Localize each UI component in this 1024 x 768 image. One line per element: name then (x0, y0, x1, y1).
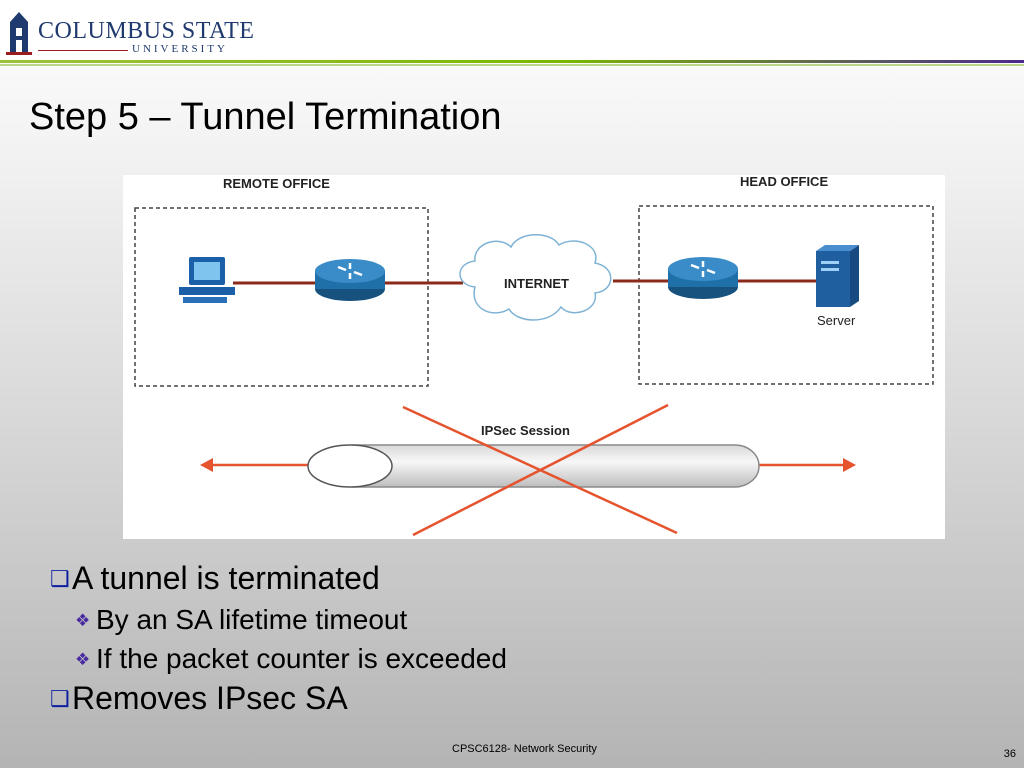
logo-text-bottom: UNIVERSITY (132, 43, 228, 55)
bullet-item-1: ❑A tunnel is terminated (50, 560, 380, 597)
ipsec-session-label: IPSec Session (481, 423, 570, 438)
bullet-text: Removes IPsec SA (72, 680, 348, 716)
internet-label: INTERNET (504, 276, 569, 291)
router-icon (315, 259, 385, 301)
router-icon-head (668, 257, 738, 299)
bullet-item-3: ❖ If the packet counter is exceeded (75, 643, 507, 675)
bullet-text: By an SA lifetime timeout (96, 604, 408, 635)
header-color-band (0, 60, 1024, 66)
university-logo: COLUMBUS STATE UNIVERSITY (4, 10, 254, 58)
diamond-bullet-icon: ❖ (75, 650, 91, 669)
bullet-item-4: ❑Removes IPsec SA (50, 680, 348, 717)
server-icon (816, 245, 859, 307)
head-office-label: HEAD OFFICE (740, 175, 828, 189)
ipsec-tunnel-pipe (307, 444, 760, 488)
bullet-item-2: ❖ By an SA lifetime timeout (75, 604, 407, 636)
internet-cloud-icon (459, 234, 612, 321)
slide-header: COLUMBUS STATE UNIVERSITY (0, 0, 1024, 62)
remote-office-label: REMOTE OFFICE (223, 176, 330, 191)
square-bullet-icon: ❑ (50, 686, 70, 711)
square-bullet-icon: ❑ (50, 566, 70, 591)
page-number: 36 (1003, 748, 1016, 760)
tunnel-diagram: REMOTE OFFICE HEAD OFFICE INTERNET (123, 175, 945, 539)
bullet-text: If the packet counter is exceeded (96, 643, 507, 674)
slide-title: Step 5 – Tunnel Termination (29, 96, 502, 138)
server-label: Server (817, 313, 856, 328)
bullet-text: A tunnel is terminated (72, 560, 380, 596)
remote-office-box (134, 207, 429, 387)
footer-course: CPSC6128- Network Security (452, 743, 597, 755)
computer-icon (179, 257, 235, 303)
termination-cross-line-2 (412, 403, 669, 537)
diamond-bullet-icon: ❖ (75, 611, 91, 630)
logo-rule (38, 50, 128, 51)
tower-icon (6, 12, 32, 55)
logo-text-top: COLUMBUS STATE (38, 18, 255, 44)
